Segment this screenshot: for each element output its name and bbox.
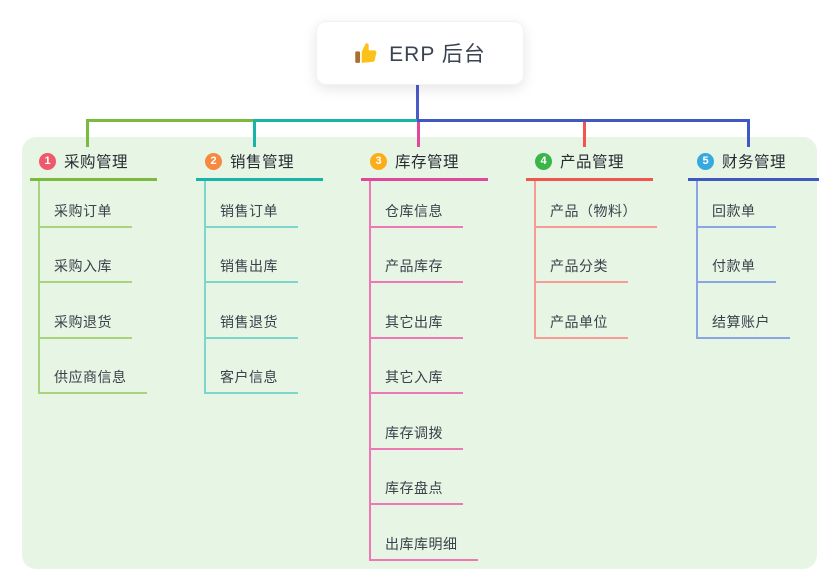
branch-4-title: 产品管理 bbox=[560, 154, 625, 171]
child-node-label: 付款单 bbox=[696, 256, 776, 283]
bus-segment-2 bbox=[253, 119, 417, 122]
branch-5-child-3[interactable]: 结算账户 bbox=[696, 283, 790, 339]
child-node-label: 回款单 bbox=[696, 201, 776, 228]
branch-3-number-badge: 3 bbox=[370, 152, 387, 170]
child-node-label: 产品库存 bbox=[369, 256, 463, 283]
child-node-label: 销售出库 bbox=[204, 256, 298, 283]
branch-1-title: 采购管理 bbox=[64, 154, 129, 171]
child-node-label: 产品单位 bbox=[534, 312, 628, 339]
branch-3-child-5[interactable]: 库存调拨 bbox=[369, 394, 478, 450]
branch-1-child-2[interactable]: 采购入库 bbox=[38, 228, 147, 283]
branch-2-spine-line bbox=[204, 181, 206, 394]
branch-4-children: 产品（物料） 产品分类产品单位 bbox=[534, 172, 657, 339]
branch-3-child-6[interactable]: 库存盘点 bbox=[369, 450, 478, 505]
branch-2-number-badge: 2 bbox=[205, 152, 222, 170]
root-connector-line bbox=[416, 82, 419, 122]
child-node-label: 采购入库 bbox=[38, 256, 132, 283]
branch-5-number-badge: 5 bbox=[697, 152, 714, 170]
branch-3-children: 仓库信息产品库存其它出库其它入库库存调拨库存盘点出库库明细 bbox=[369, 172, 478, 561]
branch-5-child-2[interactable]: 付款单 bbox=[696, 228, 790, 283]
branch-2-title: 销售管理 bbox=[230, 154, 295, 171]
branch-1-number-badge: 1 bbox=[39, 152, 56, 170]
branch-4-child-1[interactable]: 产品（物料） bbox=[534, 172, 657, 228]
branch-2-child-4[interactable]: 客户信息 bbox=[204, 339, 298, 394]
branch-1-child-1[interactable]: 采购订单 bbox=[38, 172, 147, 228]
branch-5-header[interactable]: 5 财务管理 bbox=[688, 144, 819, 181]
branch-2-children: 销售订单销售出库销售退货客户信息 bbox=[204, 172, 298, 394]
branch-5-title: 财务管理 bbox=[722, 154, 787, 171]
child-node-label: 库存调拨 bbox=[369, 423, 463, 450]
branch-4-child-3[interactable]: 产品单位 bbox=[534, 283, 657, 339]
child-node-label: 客户信息 bbox=[204, 367, 298, 394]
root-node[interactable]: ERP 后台 bbox=[316, 21, 524, 85]
branch-3-spine-line bbox=[369, 181, 371, 561]
branch-5-children: 回款单付款单结算账户 bbox=[696, 172, 790, 339]
branch-5-drop-line bbox=[747, 119, 750, 147]
branch-5-spine-line bbox=[696, 181, 698, 339]
child-node-label: 销售退货 bbox=[204, 312, 298, 339]
thumbs-up-icon bbox=[354, 41, 379, 66]
child-node-label: 出库库明细 bbox=[369, 534, 478, 561]
branch-1-spine-line bbox=[38, 181, 40, 394]
branch-4-spine-line bbox=[534, 181, 536, 339]
child-node-label: 其它入库 bbox=[369, 367, 463, 394]
child-node-label: 其它出库 bbox=[369, 312, 463, 339]
branch-1-header[interactable]: 1 采购管理 bbox=[30, 144, 157, 181]
branches-panel bbox=[22, 137, 817, 569]
branch-3-child-3[interactable]: 其它出库 bbox=[369, 283, 478, 339]
child-node-label: 采购订单 bbox=[38, 201, 132, 228]
branch-2-child-1[interactable]: 销售订单 bbox=[204, 172, 298, 228]
bus-segment-3 bbox=[417, 119, 750, 122]
child-node-label: 仓库信息 bbox=[369, 201, 463, 228]
branch-4-number-badge: 4 bbox=[535, 152, 552, 170]
branch-1-child-4[interactable]: 供应商信息 bbox=[38, 339, 147, 394]
branch-3-child-7[interactable]: 出库库明细 bbox=[369, 505, 478, 561]
branch-2-drop-line bbox=[253, 119, 256, 147]
branch-2-child-3[interactable]: 销售退货 bbox=[204, 283, 298, 339]
branch-2-header[interactable]: 2 销售管理 bbox=[196, 144, 323, 181]
branch-4-child-2[interactable]: 产品分类 bbox=[534, 228, 657, 283]
branch-3-title: 库存管理 bbox=[395, 154, 460, 171]
branch-1-child-3[interactable]: 采购退货 bbox=[38, 283, 147, 339]
branch-2-child-2[interactable]: 销售出库 bbox=[204, 228, 298, 283]
branch-3-child-2[interactable]: 产品库存 bbox=[369, 228, 478, 283]
root-title: ERP 后台 bbox=[389, 43, 486, 66]
branch-4-drop-line bbox=[583, 119, 586, 147]
child-node-label: 产品（物料） bbox=[534, 201, 657, 228]
branch-1-children: 采购订单采购入库采购退货供应商信息 bbox=[38, 172, 147, 394]
branch-3-child-1[interactable]: 仓库信息 bbox=[369, 172, 478, 228]
branch-3-drop-line bbox=[417, 119, 420, 147]
child-node-label: 供应商信息 bbox=[38, 367, 147, 394]
branch-4-header[interactable]: 4 产品管理 bbox=[526, 144, 653, 181]
branch-3-header[interactable]: 3 库存管理 bbox=[361, 144, 488, 181]
child-node-label: 销售订单 bbox=[204, 201, 298, 228]
branch-5-child-1[interactable]: 回款单 bbox=[696, 172, 790, 228]
child-node-label: 结算账户 bbox=[696, 312, 790, 339]
child-node-label: 产品分类 bbox=[534, 256, 628, 283]
branch-3-child-4[interactable]: 其它入库 bbox=[369, 339, 478, 394]
child-node-label: 采购退货 bbox=[38, 312, 132, 339]
branch-1-drop-line bbox=[86, 119, 89, 147]
child-node-label: 库存盘点 bbox=[369, 478, 463, 505]
bus-segment-1 bbox=[86, 119, 256, 122]
